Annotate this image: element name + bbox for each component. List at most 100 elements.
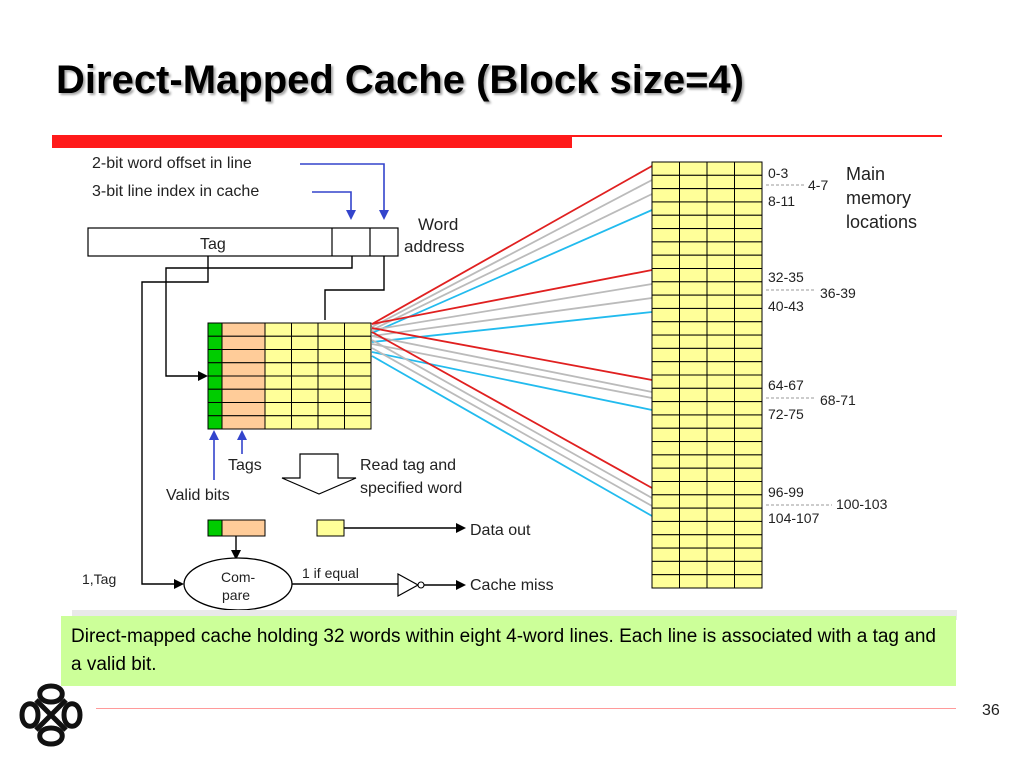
memory-word-cell: [734, 281, 763, 296]
tag-cell: [221, 402, 266, 417]
cache-word-cell: [291, 322, 319, 337]
memory-word-cell: [706, 560, 735, 576]
cache-word-cell: [317, 402, 345, 417]
map-line: [371, 193, 653, 331]
memory-word-cell: [706, 374, 735, 389]
tag-cell: [221, 415, 266, 430]
memory-word-cell: [679, 281, 708, 296]
valid-bit-cell: [207, 402, 223, 417]
memory-word-cell: [651, 534, 680, 549]
word-address-register: Tag: [87, 227, 399, 257]
memory-word-cell: [651, 228, 680, 243]
main-memory-grid: [651, 161, 763, 589]
cache-word-cell: [344, 362, 372, 377]
memory-word-cell: [734, 214, 763, 230]
memory-word-cell: [706, 387, 735, 403]
memory-word-cell: [679, 547, 708, 562]
valid-bit-cell: [207, 349, 223, 364]
cache-word-cell: [317, 362, 345, 377]
cache-word-cell: [291, 388, 319, 403]
map-line: [371, 297, 653, 337]
read-arrow-icon: [281, 453, 357, 495]
memory-word-cell: [706, 321, 735, 336]
memory-word-cell: [706, 441, 735, 456]
memory-word-cell: [679, 268, 708, 283]
cache-word-cell: [264, 415, 292, 430]
cache-word-cell: [291, 415, 319, 430]
memory-word-cell: [706, 188, 735, 203]
cache-word-cell: [344, 335, 372, 350]
cache-word-cell: [344, 375, 372, 390]
mem-label: 64-67: [768, 377, 804, 393]
cache-word-cell: [317, 415, 345, 430]
valid-bits-label: Valid bits: [166, 487, 230, 504]
cache-word-cell: [291, 402, 319, 417]
memory-word-cell: [651, 214, 680, 230]
tags-label: Tags: [228, 457, 262, 474]
map-line: [371, 351, 653, 411]
memory-labels: 0-3 4-7 8-11 32-35 36-39 40-43 64-67 68-…: [766, 164, 917, 526]
memory-word-cell: [706, 214, 735, 230]
mem-label: 36-39: [820, 285, 856, 301]
memory-word-cell: [679, 427, 708, 443]
cache-word-cell: [344, 322, 372, 337]
memory-word-cell: [651, 507, 680, 522]
cache-word-cell: [264, 349, 292, 364]
memory-word-cell: [706, 534, 735, 549]
mem-label: 8-11: [768, 193, 795, 209]
mapping-lines: [371, 165, 653, 517]
tag-cell: [221, 362, 266, 377]
map-line: [371, 179, 653, 328]
memory-word-cell: [734, 560, 763, 576]
cache-word-cell: [264, 375, 292, 390]
memory-word-cell: [706, 294, 735, 309]
caption-shadow: [72, 610, 957, 620]
memory-word-cell: [734, 347, 763, 363]
memory-word-cell: [706, 494, 735, 509]
memory-word-cell: [706, 281, 735, 296]
memory-word-cell: [706, 454, 735, 469]
memory-word-cell: [734, 574, 763, 589]
memory-word-cell: [706, 334, 735, 349]
memory-word-cell: [706, 414, 735, 429]
memory-word-cell: [734, 241, 763, 256]
mem-label: 68-71: [820, 392, 856, 408]
tag-cell: [221, 349, 266, 364]
memory-word-cell: [734, 188, 763, 203]
map-line: [371, 269, 653, 325]
memory-word-cell: [651, 441, 680, 456]
memory-word-cell: [651, 481, 680, 496]
memory-word-cell: [651, 334, 680, 349]
memory-word-cell: [706, 241, 735, 256]
map-line: [371, 339, 653, 499]
memory-word-cell: [651, 361, 680, 376]
memory-word-cell: [734, 254, 763, 269]
word-address-label: address: [404, 237, 464, 256]
memory-word-cell: [734, 414, 763, 429]
valid-bit-cell: [207, 335, 223, 350]
memory-word-cell: [734, 174, 763, 190]
memory-word-cell: [706, 427, 735, 443]
memory-word-cell: [706, 361, 735, 376]
memory-word-cell: [734, 494, 763, 509]
valid-bit-cell: [207, 322, 223, 337]
memory-word-cell: [651, 201, 680, 216]
map-line: [371, 331, 653, 489]
memory-word-cell: [706, 347, 735, 363]
memory-word-cell: [679, 321, 708, 336]
memory-word-cell: [734, 374, 763, 389]
cache-word-cell: [264, 388, 292, 403]
memory-word-cell: [651, 547, 680, 562]
memory-word-cell: [651, 374, 680, 389]
memory-word-cell: [734, 401, 763, 416]
map-line: [371, 335, 653, 393]
memory-word-cell: [679, 334, 708, 349]
mem-label: 0-3: [768, 165, 788, 181]
valid-bit-cell: [207, 415, 223, 430]
memory-word-cell: [679, 374, 708, 389]
memory-word-cell: [679, 574, 708, 589]
memory-word-cell: [734, 321, 763, 336]
word-address-label: Word: [418, 215, 458, 234]
memory-word-cell: [679, 454, 708, 469]
main-memory-label: Main: [846, 164, 885, 184]
